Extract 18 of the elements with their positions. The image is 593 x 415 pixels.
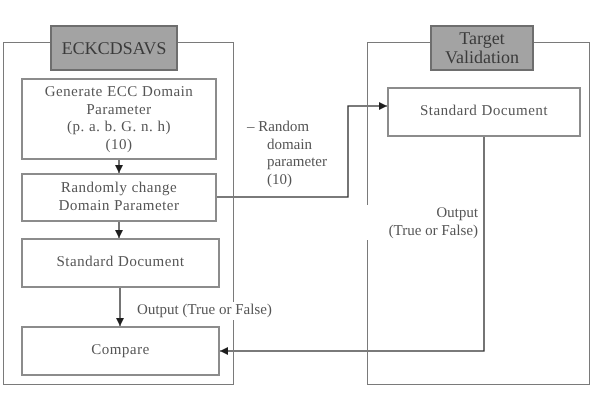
panel-title: Target Validation [430, 25, 534, 71]
box-text: Generate ECC Domain Parameter (p. a. b. G. n. h) (10) [44, 84, 194, 154]
process-box [21, 326, 220, 376]
box-text: Compare [91, 342, 150, 360]
arrow [116, 288, 124, 326]
process-box [21, 173, 217, 222]
arrow [217, 102, 387, 198]
box-text: Standard Document [56, 254, 185, 272]
edge-label: Output (True or False) [137, 302, 272, 320]
panel-title: ECKCDSAVS [50, 25, 178, 71]
box-text: Standard Document [420, 103, 548, 121]
box-text: Randomly change Domain Parameter [58, 180, 180, 215]
arrow [115, 222, 123, 238]
process-box [387, 87, 581, 137]
arrow [220, 137, 485, 355]
process-box [21, 238, 220, 288]
arrow [115, 160, 123, 173]
process-box [21, 78, 217, 160]
